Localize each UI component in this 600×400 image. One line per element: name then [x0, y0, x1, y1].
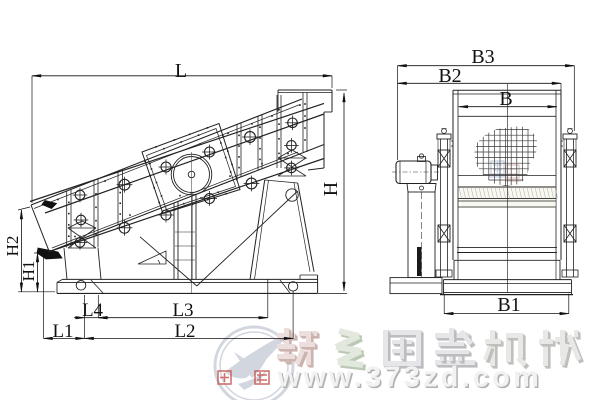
svg-text:B: B — [499, 88, 512, 110]
svg-text:L1: L1 — [52, 321, 73, 342]
svg-text:L4: L4 — [82, 300, 104, 321]
svg-text:H: H — [320, 182, 342, 196]
svg-text:www.373zd.com: www.373zd.com — [277, 361, 543, 393]
svg-text:B2: B2 — [438, 65, 461, 87]
svg-text:L3: L3 — [172, 300, 193, 321]
svg-text:www.373zd.com: www.373zd.com — [278, 363, 544, 395]
svg-text:L2: L2 — [174, 321, 195, 342]
svg-text:L: L — [175, 60, 187, 82]
svg-text:H2: H2 — [3, 236, 22, 257]
svg-text:H1: H1 — [19, 261, 38, 282]
svg-text:B3: B3 — [471, 46, 494, 68]
svg-text:B1: B1 — [497, 294, 520, 316]
